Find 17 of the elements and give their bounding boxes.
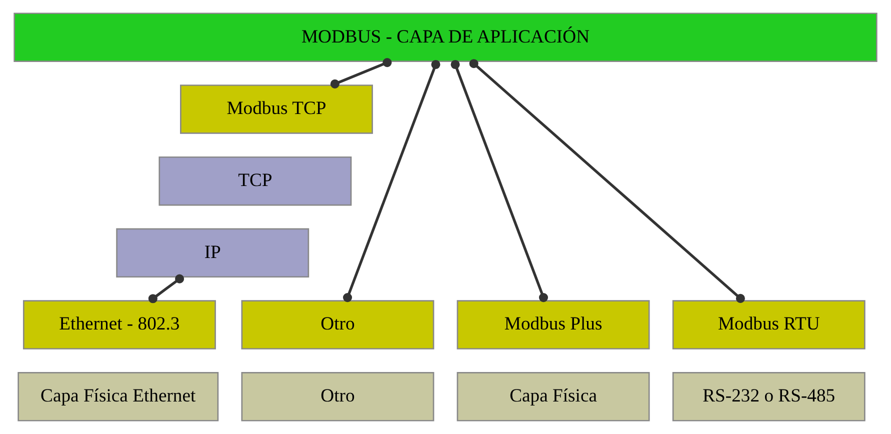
node-box: Modbus TCP xyxy=(180,84,373,134)
node-box: RS-232 o RS-485 xyxy=(672,372,866,422)
connector xyxy=(343,60,440,302)
node-box: Modbus RTU xyxy=(672,300,866,350)
node-box: Ethernet - 802.3 xyxy=(22,300,216,350)
node-box: MODBUS - CAPA DE APLICACIÓN xyxy=(14,12,878,62)
node-box: Otro xyxy=(241,372,434,422)
node-box: Capa Física xyxy=(456,372,650,422)
node-box: Capa Física Ethernet xyxy=(18,372,219,422)
node-box: Otro xyxy=(241,300,434,350)
node-box: TCP xyxy=(158,156,352,206)
connector xyxy=(148,274,184,304)
connector xyxy=(469,59,745,303)
connector xyxy=(330,58,392,88)
node-box: IP xyxy=(116,228,310,278)
node-box: Modbus Plus xyxy=(456,300,650,350)
connector xyxy=(450,60,548,302)
